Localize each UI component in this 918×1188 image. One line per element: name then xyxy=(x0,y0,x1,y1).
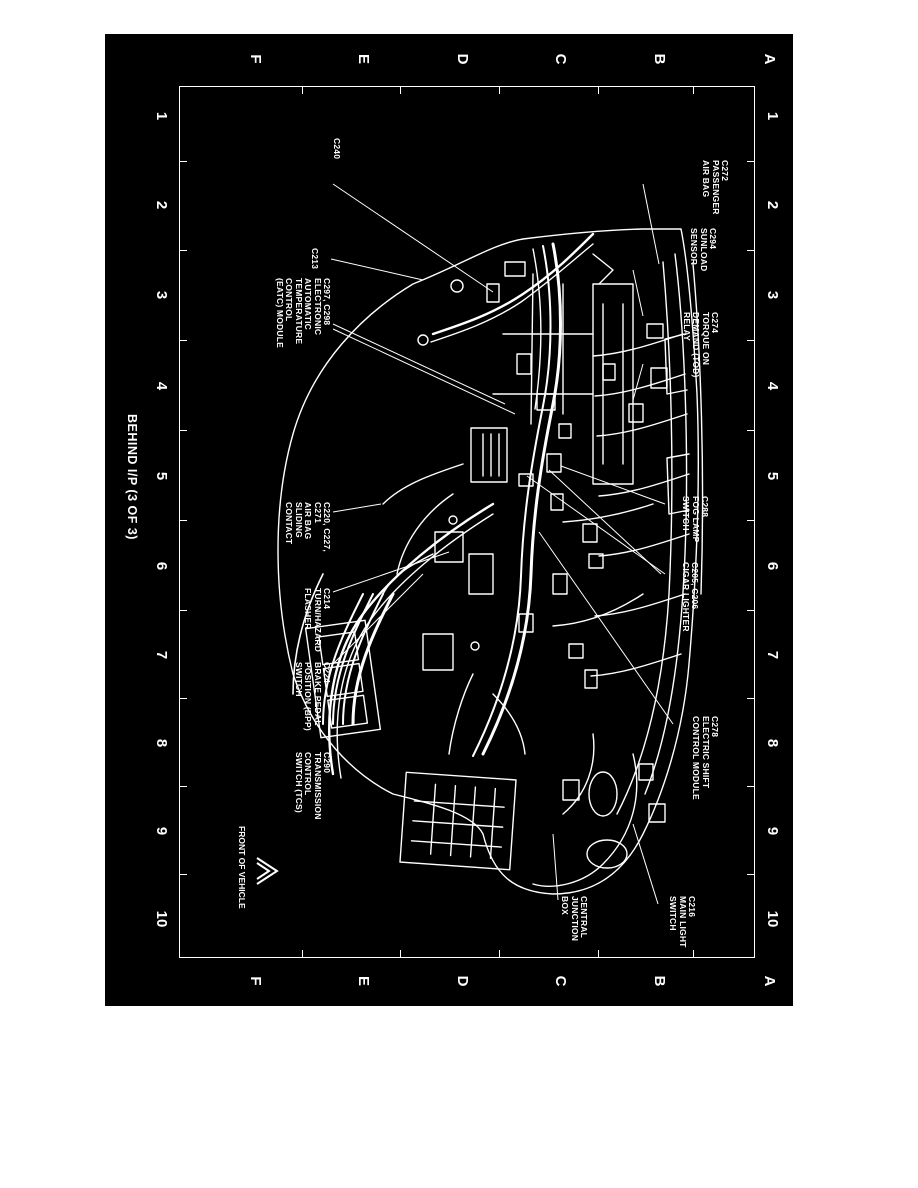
leader-c205a xyxy=(526,475,666,575)
front-of-vehicle-label: FRONT OF VEHICLE xyxy=(237,826,247,909)
leader-c288 xyxy=(560,465,666,505)
leader-c272 xyxy=(642,183,660,265)
leader-c278 xyxy=(538,531,674,725)
leader-c240 xyxy=(332,183,494,293)
leader-c297b xyxy=(332,328,516,415)
leader-c205b xyxy=(548,469,662,575)
callout-c240: C240 xyxy=(332,138,342,160)
rotated-diagram: A B C D E F A B C D E F 1 2 3 4 5 6 7 8 … xyxy=(105,34,793,1006)
callout-c272-passenger-air-bag: C272 PASSENGER AIR BAG xyxy=(701,160,730,215)
callout-c290-transmission-control-switch: C290 TRANSMISSION CONTROL SWITCH (TCS) xyxy=(293,752,332,820)
leader-c294 xyxy=(632,269,644,317)
callout-c214-turn-hazard-flasher: C214 TURN/HAZARD FLASHER xyxy=(303,588,332,653)
instrument-panel-wiring-illustration xyxy=(277,183,704,905)
diagram-panel: A B C D E F A B C D E F 1 2 3 4 5 6 7 8 … xyxy=(105,34,793,1006)
leader-c220 xyxy=(332,503,382,513)
callout-c288-fog-lamp-switch: C288 FOG LAMP SWITCH xyxy=(681,496,710,543)
leader-c224 xyxy=(332,573,424,665)
callout-c294-sunload-sensor: C294 SUNLOAD SENSOR xyxy=(689,228,718,272)
callout-c205-cigar-lighter: C205, C206 CIGAR LIGHTER xyxy=(680,562,700,632)
leader-c216 xyxy=(632,823,659,905)
leader-cjb xyxy=(552,833,559,901)
callout-c274-tod-relay: C274 TORQUE ON DEMAND (TOD) RELAY xyxy=(681,312,720,378)
callout-c216-main-light-switch: C216 MAIN LIGHT SWITCH xyxy=(668,896,697,948)
callout-c220-air-bag-sliding-contact: C220, C227, C271 AIR BAG SLIDING CONTACT xyxy=(284,502,332,552)
leader-c214 xyxy=(332,551,450,593)
callout-c213: C213 xyxy=(310,248,320,270)
leader-c274 xyxy=(632,363,644,401)
callout-c278-electric-shift-control-module: C278 ELECTRIC SHIFT CONTROL MODULE xyxy=(691,716,720,800)
callout-c297-eatc-module: C297, C298 ELECTRONIC AUTOMATIC TEMPERAT… xyxy=(274,278,332,348)
leader-c213 xyxy=(330,258,424,281)
leader-c297a xyxy=(332,323,506,405)
callout-central-junction-box: CENTRAL JUNCTION BOX xyxy=(560,896,589,942)
diagram-caption: BEHIND I/P (3 OF 3) xyxy=(125,414,139,540)
callout-c224-bpp-switch: C224 BRAKE PEDAL POSITION (BPP) SWITCH xyxy=(293,662,332,731)
front-of-vehicle-arrow-icon xyxy=(256,857,279,885)
